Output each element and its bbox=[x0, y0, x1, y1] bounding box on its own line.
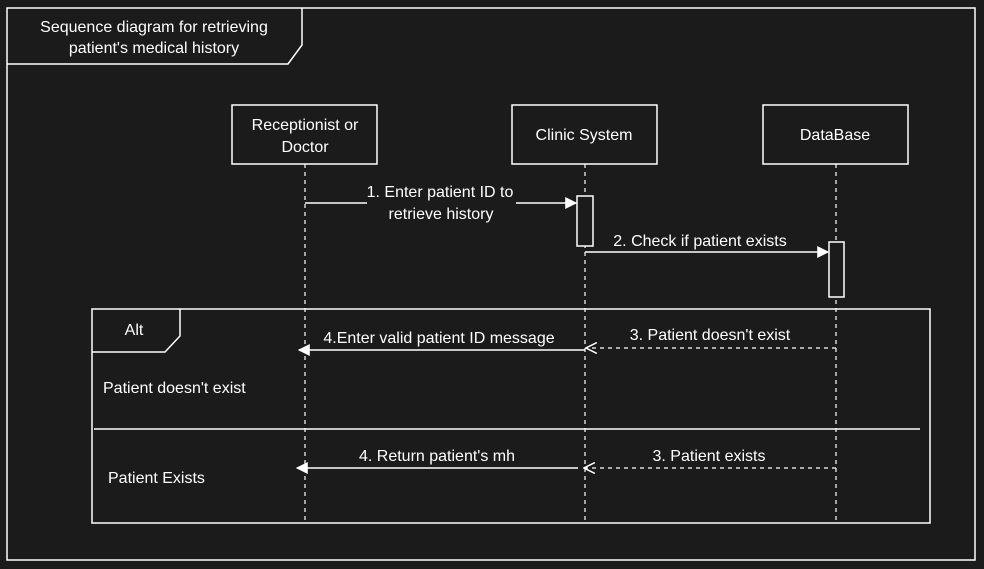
lifeline-database-box bbox=[762, 104, 909, 165]
message-1-label-line1: 1. Enter patient ID to bbox=[367, 184, 514, 201]
frame-title-line1: Sequence diagram for retrieving bbox=[40, 19, 268, 36]
lifeline-receptionist-label-line2: Doctor bbox=[281, 139, 329, 156]
alt-guard-1: Patient doesn't exist bbox=[103, 380, 246, 397]
message-4a-label: 4.Enter valid patient ID message bbox=[323, 330, 554, 347]
lifeline-clinic-label: Clinic System bbox=[536, 127, 633, 144]
diagram-frame bbox=[6, 7, 976, 561]
message-3a-label: 3. Patient doesn't exist bbox=[630, 327, 791, 344]
alt-guard-2: Patient Exists bbox=[108, 470, 205, 487]
alt-fragment-tab bbox=[92, 309, 181, 353]
lifeline-clinic-box bbox=[511, 104, 658, 165]
message-4b-label: 4. Return patient's mh bbox=[359, 448, 515, 465]
frame-title-line2: patient's medical history bbox=[69, 40, 239, 57]
activation-database bbox=[828, 241, 845, 298]
lifeline-receptionist-label-line1: Receptionist or bbox=[252, 117, 359, 134]
alt-fragment-label: Alt bbox=[125, 322, 144, 339]
frame-title-tab bbox=[7, 8, 303, 65]
activation-clinic bbox=[576, 195, 594, 247]
message-1-label-line2: retrieve history bbox=[389, 206, 494, 223]
alt-fragment bbox=[91, 308, 931, 524]
lifeline-receptionist-box bbox=[231, 104, 378, 165]
lifeline-database-label: DataBase bbox=[800, 127, 870, 144]
message-2-label: 2. Check if patient exists bbox=[613, 233, 786, 250]
message-3b-label: 3. Patient exists bbox=[653, 448, 766, 465]
